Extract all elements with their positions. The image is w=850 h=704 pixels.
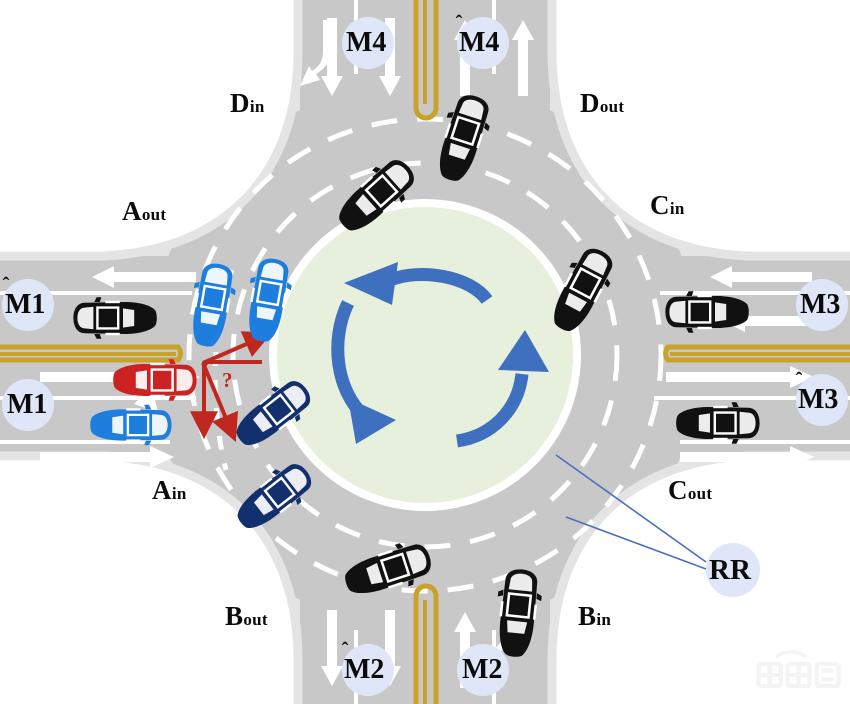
node-text: M2 <box>344 654 385 685</box>
rr-label: RR <box>709 556 751 585</box>
approach-sub: in <box>596 610 612 629</box>
rr-leader-lines <box>555 454 707 570</box>
north-exit-curve-arrow <box>300 20 330 86</box>
node-label-M3: M3 <box>800 291 840 319</box>
approach-label-C-out: Cout <box>668 477 712 504</box>
approach-base: C <box>650 190 670 220</box>
node-badge-M1-hat <box>2 279 54 331</box>
approach-base: D <box>580 88 600 118</box>
approach-label-A-in: Ain <box>152 477 187 504</box>
node-text: M4 <box>459 27 500 58</box>
node-label-M2-hat: ̂ M2 <box>344 656 384 684</box>
node-text: M2 <box>462 654 503 685</box>
east-arm-markings <box>654 266 850 468</box>
decision-question-mark: ? <box>222 368 233 393</box>
node-badge-M3 <box>796 279 848 331</box>
node-badge-M4-hat <box>457 17 509 69</box>
node-label-M1-hat: ̂ M1 <box>5 291 45 319</box>
rr-badge-circle <box>706 543 760 597</box>
node-badge-M2-hat <box>342 644 394 696</box>
approach-sub: in <box>171 484 187 503</box>
approach-sub: in <box>669 199 685 218</box>
approach-sub: out <box>243 610 268 629</box>
approach-sub: out <box>687 484 713 503</box>
node-text: M3 <box>800 289 841 320</box>
approach-base: A <box>122 196 142 226</box>
approach-label-C-in: Cin <box>650 192 685 219</box>
node-badge-M1 <box>2 379 54 431</box>
watermark-logo <box>756 650 841 689</box>
approach-label-B-out: Bout <box>225 603 268 630</box>
node-text: M4 <box>346 27 387 58</box>
approach-sub: out <box>141 205 167 224</box>
approach-label-B-in: Bin <box>578 603 611 630</box>
node-text: M1 <box>7 389 48 420</box>
approach-sub: out <box>599 97 625 116</box>
approach-label-A-out: Aout <box>122 198 166 225</box>
circulation-arrows <box>331 262 549 448</box>
lane-arrow-group-north-left <box>321 18 401 96</box>
node-label-M1: M1 <box>7 391 47 419</box>
node-label-M4: M4 <box>346 29 386 57</box>
approach-base: D <box>230 88 250 118</box>
approach-base: A <box>152 475 172 505</box>
approach-label-D-out: Dout <box>580 90 624 117</box>
node-label-M2: M2 <box>462 656 502 684</box>
decision-branch-marker <box>190 331 272 443</box>
approach-base: B <box>225 601 244 631</box>
node-badge-M2 <box>457 644 509 696</box>
node-badge-M4 <box>342 17 394 69</box>
node-label-M4-hat: ̂ M4 <box>459 29 499 57</box>
node-text: M1 <box>5 289 46 320</box>
rr-text: RR <box>709 554 751 586</box>
question-symbol: ? <box>222 368 233 392</box>
approach-label-D-in: Din <box>230 90 265 117</box>
node-badge-M3-hat <box>796 374 848 426</box>
lane-arrow-group-east-exit <box>666 366 814 468</box>
node-label-M3-hat: ̂ M3 <box>798 386 838 414</box>
approach-base: B <box>578 601 597 631</box>
approach-sub: in <box>249 97 265 116</box>
node-text: M3 <box>798 384 839 415</box>
approach-base: C <box>668 475 688 505</box>
